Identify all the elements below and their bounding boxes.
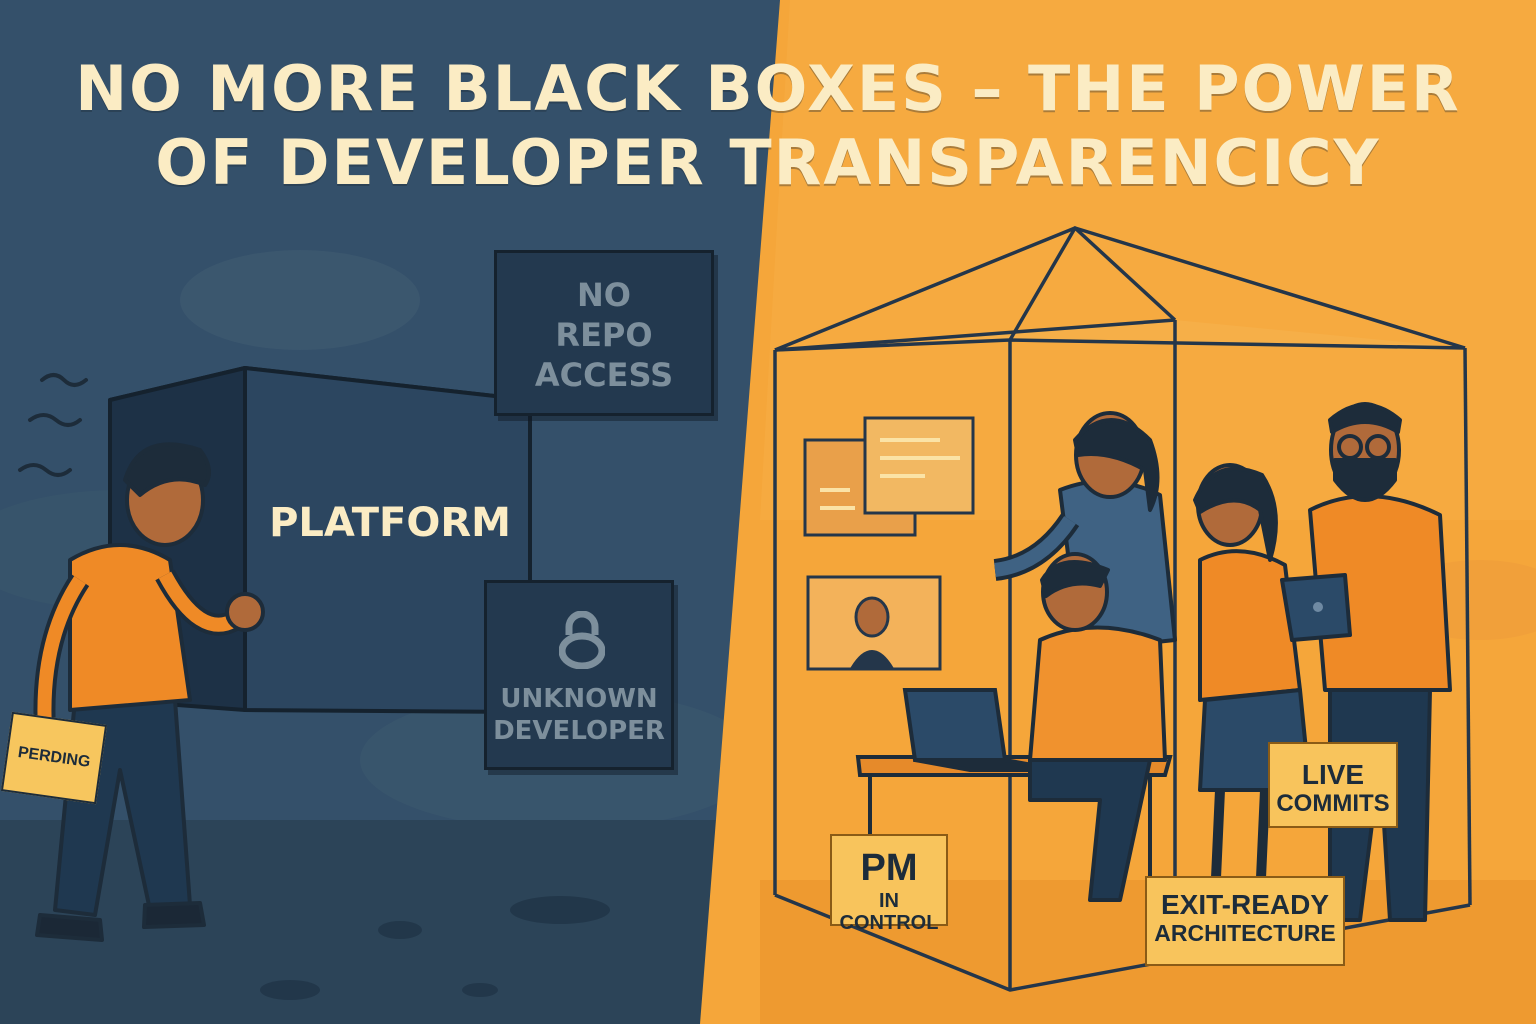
sign-repo-line-2: REPO bbox=[555, 316, 653, 354]
sign-dev-line-1: UNKNOWN bbox=[500, 684, 658, 714]
sign-repo-line-3: ACCESS bbox=[534, 356, 674, 394]
team-figures bbox=[993, 402, 1452, 922]
page-title: NO MORE BLACK BOXES – THE POWER OF DEVEL… bbox=[0, 52, 1536, 200]
platform-label: PLATFORM bbox=[269, 500, 511, 546]
exit-ready-line-1: EXIT-READY bbox=[1160, 889, 1330, 920]
live-commits-tag: LIVE COMMITS bbox=[1268, 742, 1398, 828]
pm-line-2: IN CONTROL bbox=[839, 889, 939, 934]
code-panels-icon bbox=[803, 416, 975, 537]
sign-dev-line-2: DEVELOPER bbox=[493, 716, 665, 746]
wind-lines-icon bbox=[18, 373, 88, 477]
video-call-frame bbox=[806, 575, 942, 671]
pm-in-control-tag: PM IN CONTROL bbox=[830, 834, 948, 934]
exit-ready-tag: EXIT-READY ARCHITECTURE bbox=[1145, 876, 1345, 966]
pending-paper: PERDING bbox=[0, 711, 108, 805]
no-repo-access-sign: NO REPO ACCESS bbox=[494, 250, 714, 416]
pm-line-1: PM bbox=[860, 847, 918, 889]
lock-icon bbox=[559, 611, 605, 669]
unknown-developer-sign: UNKNOWN DEVELOPER bbox=[484, 580, 674, 770]
live-commits-line-1: LIVE bbox=[1301, 759, 1365, 790]
sign-repo-line-1: NO bbox=[577, 276, 631, 314]
title-line-2: OF DEVELOPER TRANSPARENCICY bbox=[155, 126, 1381, 199]
exit-ready-line-2: ARCHITECTURE bbox=[1154, 919, 1336, 946]
title-line-1: NO MORE BLACK BOXES – THE POWER bbox=[75, 52, 1461, 125]
live-commits-line-2: COMMITS bbox=[1276, 789, 1390, 817]
